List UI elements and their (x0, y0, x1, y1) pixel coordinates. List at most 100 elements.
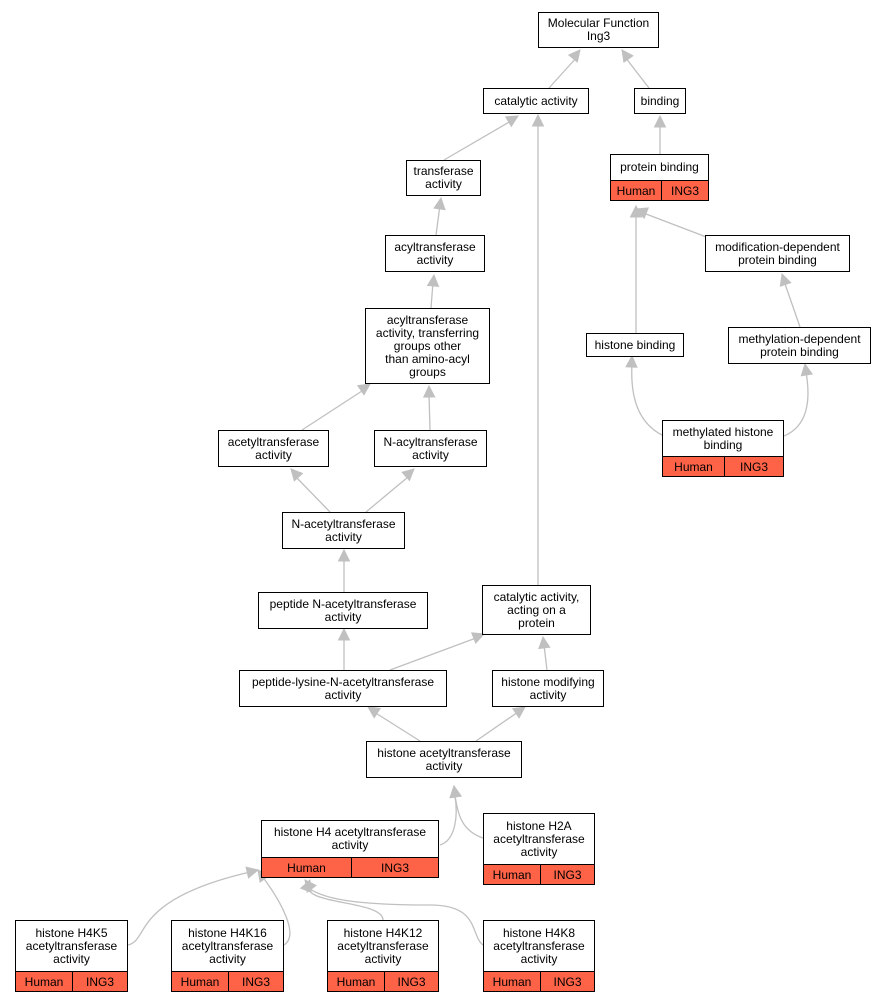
node-label: peptide N-acetyltransferase activity (269, 596, 417, 624)
edge-line (783, 371, 809, 437)
annotation-row: Human ING3 (328, 971, 438, 991)
edge-line (439, 795, 457, 846)
edge-arrowhead (337, 627, 351, 641)
edge-arrowhead (290, 468, 304, 482)
annotation-row: Human ING3 (262, 857, 438, 877)
node-label: histone H4K5 acetyltransferase activity (25, 925, 118, 966)
node-methylation-dependent-protein-binding[interactable]: methylation-dependent protein binding (728, 327, 871, 364)
annotation-row: Human ING3 (484, 864, 594, 884)
node-histone-h4-acetyltransferase-activity[interactable]: histone H4 acetyltransferase activity Hu… (261, 820, 439, 878)
node-protein-binding[interactable]: protein binding Human ING3 (610, 154, 709, 201)
edge-arrowhead (567, 49, 581, 63)
edge-line (435, 204, 441, 236)
edge-arrowhead (511, 706, 526, 719)
node-label: histone H4K8 acetyltransferase activity (493, 925, 585, 966)
edge-line (645, 213, 710, 239)
node-modification-dependent-protein-binding[interactable]: modification-dependent protein binding (705, 235, 850, 272)
edge-line (443, 120, 512, 161)
node-n-acyltransferase-activity[interactable]: N-acyltransferase activity (374, 430, 487, 467)
node-transferase-activity[interactable]: transferase activity (406, 160, 481, 196)
node-label: catalytic activity (494, 93, 578, 108)
node-histone-acetyltransferase-activity[interactable]: histone acetyltransferase activity (366, 741, 522, 778)
node-histone-h4k12-acetyltransferase-activity[interactable]: histone H4K12 acetyltransferase activity… (327, 920, 439, 992)
node-catalytic-activity[interactable]: catalytic activity (483, 88, 589, 114)
edge-line (454, 795, 484, 839)
edge-line (365, 476, 409, 513)
node-peptide-lysine-n-acetyltransferase-activity[interactable]: peptide-lysine-N-acetyltransferase activ… (239, 670, 447, 707)
annotation-row: Human ING3 (611, 180, 708, 200)
edge-arrowhead (449, 784, 462, 799)
node-histone-h4k5-acetyltransferase-activity[interactable]: histone H4K5 acetyltransferase activity … (15, 920, 128, 992)
edge-line (295, 476, 331, 513)
edge-line (389, 637, 477, 671)
annotation-species: Human (180, 974, 220, 989)
edge-arrowhead (367, 706, 382, 719)
annotation-row: Human ING3 (663, 456, 783, 476)
node-histone-binding[interactable]: histone binding (586, 333, 684, 357)
edge-arrowhead (653, 114, 667, 128)
edge-arrowhead (621, 49, 634, 64)
edge-line (308, 884, 384, 921)
node-label: histone modifying activity (501, 674, 595, 702)
edge-line (428, 393, 431, 431)
annotation-row: Human ING3 (16, 971, 127, 991)
node-label: acyltransferase activity (394, 239, 476, 267)
node-label: histone H4 acetyltransferase activity (273, 825, 427, 852)
node-acyltransferase-other-groups[interactable]: acyltransferase activity, transferring g… (365, 308, 490, 384)
node-histone-modifying-activity[interactable]: histone modifying activity (492, 670, 604, 707)
edge-line (261, 875, 291, 946)
node-label: Molecular Function Ing3 (547, 16, 650, 43)
node-peptide-n-acetyltransferase-activity[interactable]: peptide N-acetyltransferase activity (258, 592, 428, 629)
edge-arrowhead (504, 115, 519, 128)
annotation-species: Human (492, 867, 532, 882)
node-label: histone H4K12 acetyltransferase activity (337, 925, 429, 966)
node-histone-h2a-acetyltransferase-activity[interactable]: histone H2A acetyltransferase activity H… (483, 813, 595, 885)
edge-arrowhead (433, 196, 446, 211)
node-label: binding (640, 93, 680, 108)
node-acyltransferase-activity[interactable]: acyltransferase activity (385, 235, 485, 272)
annotation-species: Human (287, 860, 326, 875)
node-acetyltransferase-activity[interactable]: acetyltransferase activity (218, 430, 329, 467)
node-label: histone acetyltransferase activity (377, 745, 511, 773)
edge-arrowhead (426, 273, 440, 288)
edge-line (127, 871, 251, 946)
edge-arrowhead (401, 468, 415, 482)
node-label: histone H2A acetyltransferase activity (493, 818, 585, 859)
edge-arrowhead (531, 113, 545, 127)
node-label: methylation-dependent protein binding (738, 331, 861, 359)
annotation-species: Human (616, 183, 656, 198)
node-label: histone H4K16 acetyltransferase activity (181, 925, 274, 966)
node-label: catalytic activity, acting on a protein (493, 589, 580, 630)
edge-arrowhead (538, 635, 551, 650)
edge-arrowhead (625, 354, 638, 368)
edge-line (373, 711, 421, 742)
annotation-gene: ING3 (72, 972, 127, 991)
annotation-row: Human ING3 (172, 971, 283, 991)
node-label: methylated histone binding (672, 424, 774, 452)
annotation-row: Human ING3 (484, 971, 594, 991)
annotation-gene: ING3 (384, 972, 438, 991)
annotation-species: Human (24, 974, 64, 989)
edge-arrowhead (471, 632, 486, 645)
edge-arrowhead (779, 272, 792, 287)
annotation-gene: ING3 (540, 865, 594, 884)
edge-arrowhead (356, 383, 371, 396)
edge-line (548, 56, 578, 89)
node-n-acetyltransferase-activity[interactable]: N-acetyltransferase activity (282, 512, 405, 549)
edge-arrowhead (422, 384, 436, 398)
edge-line (475, 711, 519, 742)
node-histone-h4k8-acetyltransferase-activity[interactable]: histone H4K8 acetyltransferase activity … (483, 920, 595, 992)
node-methylated-histone-binding[interactable]: methylated histone binding Human ING3 (662, 420, 784, 477)
node-catalytic-activity-acting-on-protein[interactable]: catalytic activity, acting on a protein (482, 585, 591, 635)
annotation-gene: ING3 (661, 181, 708, 200)
edge-line (783, 280, 801, 328)
annotation-gene: ING3 (351, 858, 438, 877)
edge-line (543, 644, 548, 671)
edge-arrowhead (245, 866, 260, 879)
node-molecular-function[interactable]: Molecular Function Ing3 (538, 12, 659, 48)
node-histone-h4k16-acetyltransferase-activity[interactable]: histone H4K16 acetyltransferase activity… (171, 920, 284, 992)
node-binding[interactable]: binding (634, 88, 686, 114)
annotation-species: Human (492, 974, 532, 989)
